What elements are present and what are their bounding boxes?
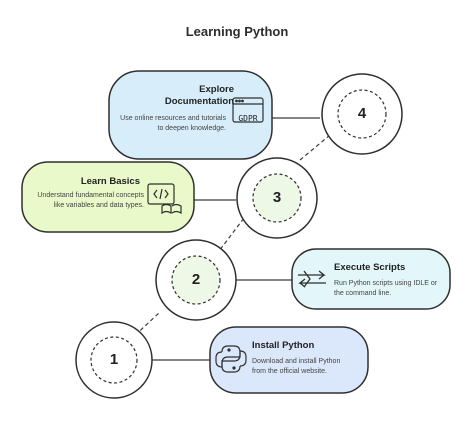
step-3-description: Understand fundamental concepts like var… [37,192,144,209]
connector-3-4 [299,134,331,161]
step-2-number: 2 [191,271,201,288]
step-4-circle [321,73,403,155]
step-4-card [108,70,273,160]
terminal-arrows-icon [298,270,326,288]
step-3-circle [236,157,318,239]
step-4-number: 4 [357,105,367,122]
step-2-title: Execute Scripts [334,262,406,273]
gdpr-label: GDPR [238,114,258,123]
step-4-title: Explore Documentation [164,84,234,107]
step-1-card [209,326,369,394]
step-3-title: Learn Basics [80,176,140,187]
python-logo-icon [215,345,247,373]
code-book-icon [147,183,182,215]
step-1-circle [75,321,153,399]
step-2-circle [155,239,237,321]
step-4-description: Use online resources and tutorials to de… [120,115,226,132]
step-2-description: Run Python scripts using IDLE or the com… [334,280,438,297]
step-1-description: Download and install Python from the off… [252,358,341,375]
step-1-number: 1 [109,351,119,368]
diagram-title: Learning Python [185,24,289,39]
step-2-card [291,248,451,310]
step-3-card [21,161,195,233]
step-1-title: Install Python [252,340,315,351]
gdpr-browser-icon [232,97,264,123]
step-3-number: 3 [272,189,282,206]
